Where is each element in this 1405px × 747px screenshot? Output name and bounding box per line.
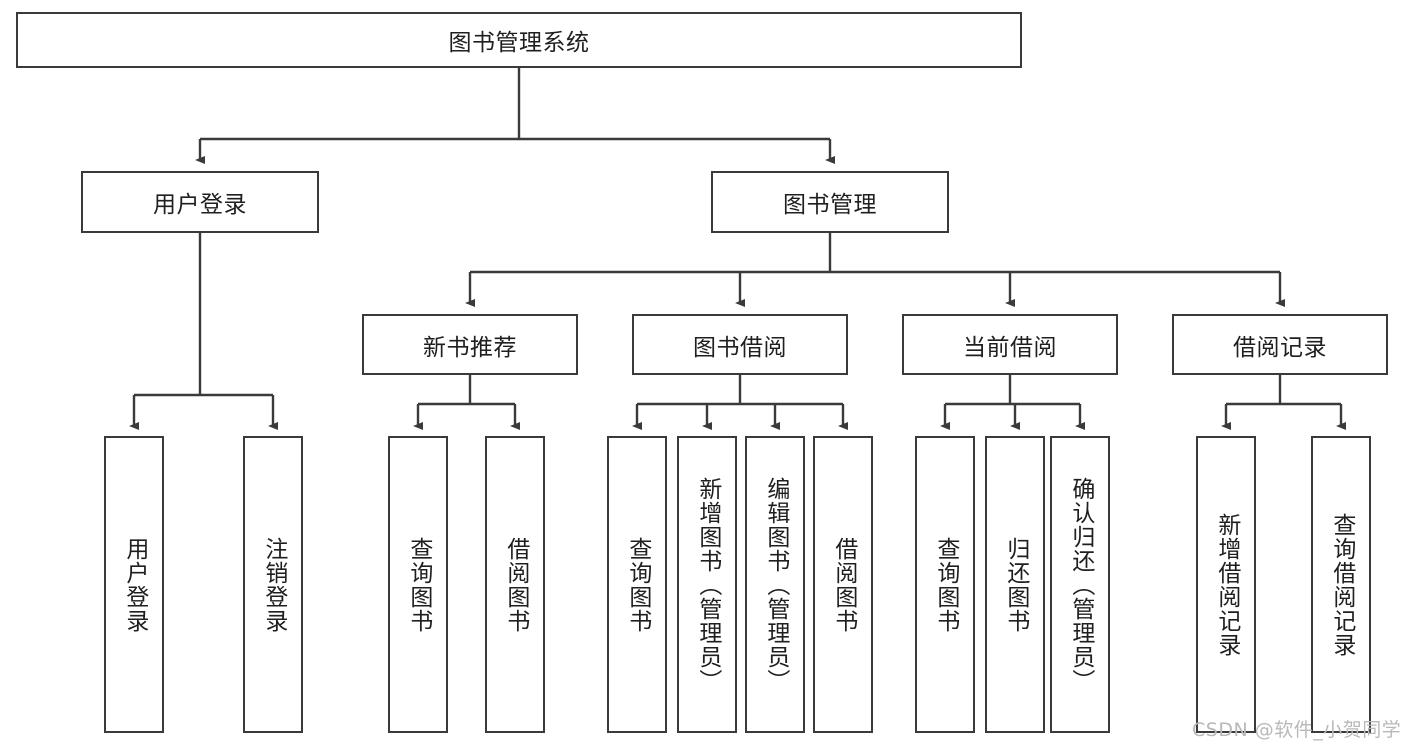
leaf-add-book-admin[interactable]: 新增图书（管理员）: [677, 436, 737, 733]
leaf-add-borrow-record-label: 新增借阅记录: [1213, 512, 1240, 657]
node-book-borrow[interactable]: 图书借阅: [632, 314, 848, 375]
leaf-query-borrow-record[interactable]: 查询借阅记录: [1311, 436, 1371, 733]
node-book-management-label: 图书管理: [783, 192, 877, 218]
leaf-query-books-borrow[interactable]: 查询图书: [607, 436, 667, 733]
leaf-query-books-rec-label: 查询图书: [405, 536, 432, 633]
leaf-add-borrow-record[interactable]: 新增借阅记录: [1196, 436, 1256, 733]
leaf-user-login[interactable]: 用户登录: [104, 436, 164, 733]
node-book-borrow-label: 图书借阅: [693, 334, 787, 361]
csdn-watermark: CSDN @软件_小贺同学: [1192, 715, 1401, 742]
node-borrow-record-label: 借阅记录: [1233, 334, 1327, 361]
leaf-borrow-books[interactable]: 借阅图书: [813, 436, 873, 733]
leaf-add-book-admin-label: 新增图书（管理员）: [694, 476, 721, 693]
leaf-user-logout-label: 注销登录: [260, 536, 287, 633]
leaf-return-books[interactable]: 归还图书: [985, 436, 1045, 733]
leaf-user-logout[interactable]: 注销登录: [243, 436, 303, 733]
node-book-management[interactable]: 图书管理: [711, 171, 949, 233]
node-user-login[interactable]: 用户登录: [81, 171, 319, 233]
leaf-query-books-rec[interactable]: 查询图书: [388, 436, 448, 733]
node-current-borrow[interactable]: 当前借阅: [902, 314, 1118, 375]
leaf-query-books-current-label: 查询图书: [932, 536, 959, 633]
node-new-book-recommend[interactable]: 新书推荐: [362, 314, 578, 375]
leaf-query-borrow-record-label: 查询借阅记录: [1328, 512, 1355, 657]
leaf-confirm-return-admin[interactable]: 确认归还（管理员）: [1050, 436, 1110, 733]
node-root-label: 图书管理系统: [448, 30, 590, 56]
node-current-borrow-label: 当前借阅: [963, 334, 1057, 361]
node-borrow-record[interactable]: 借阅记录: [1172, 314, 1388, 375]
csdn-watermark-text: CSDN @软件_小贺同学: [1192, 719, 1402, 741]
leaf-edit-book-admin-label: 编辑图书（管理员）: [762, 476, 789, 693]
node-new-book-recommend-label: 新书推荐: [423, 334, 517, 361]
leaf-query-books-borrow-label: 查询图书: [624, 536, 651, 633]
leaf-borrow-books-label: 借阅图书: [830, 536, 857, 633]
leaf-query-books-current[interactable]: 查询图书: [915, 436, 975, 733]
leaf-return-books-label: 归还图书: [1002, 536, 1029, 633]
node-user-login-label: 用户登录: [153, 192, 247, 218]
leaf-confirm-return-admin-label: 确认归还（管理员）: [1067, 476, 1094, 693]
node-root[interactable]: 图书管理系统: [16, 12, 1022, 68]
leaf-borrow-books-rec-label: 借阅图书: [502, 536, 529, 633]
leaf-borrow-books-rec[interactable]: 借阅图书: [485, 436, 545, 733]
leaf-edit-book-admin[interactable]: 编辑图书（管理员）: [745, 436, 805, 733]
leaf-user-login-label: 用户登录: [121, 536, 148, 633]
